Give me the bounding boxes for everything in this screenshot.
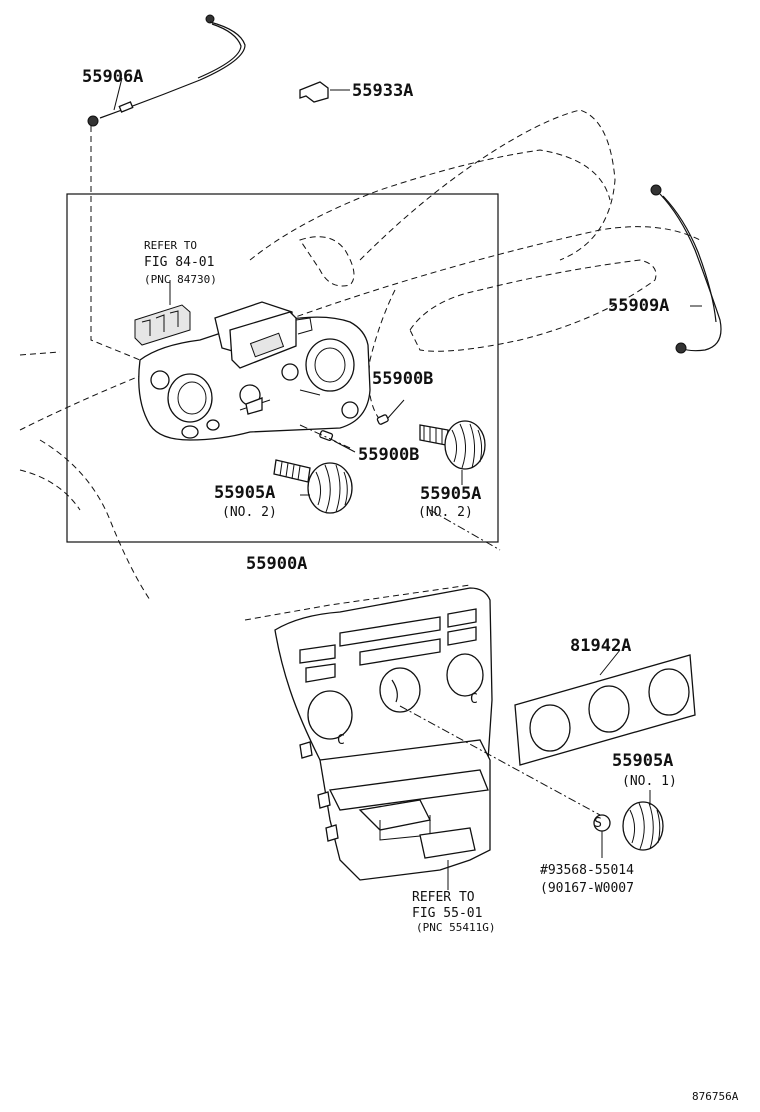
leader-dash [429, 509, 501, 551]
clip-55933a [299, 81, 350, 103]
label-55900a: 55900A [246, 554, 307, 574]
cable-55906a [87, 14, 246, 361]
dashboard-outline [19, 109, 701, 601]
label-bolt-part: #93568-55014 [540, 863, 634, 878]
label-no2-left: (NO. 2) [222, 505, 277, 520]
label-c-mark-left: C [337, 733, 345, 748]
label-no2-right: (NO. 2) [418, 505, 473, 520]
label-55906a: 55906A [82, 67, 143, 87]
cable-55909a [650, 184, 722, 354]
label-s-mark: S [594, 816, 602, 831]
label-refer-b-1: REFER TO [412, 890, 475, 905]
label-refer-b-2: FIG 55-01 [412, 906, 482, 921]
label-81942a: 81942A [570, 636, 631, 656]
label-drawing-id: 876756A [692, 1090, 739, 1103]
label-55905a-right: 55905A [420, 484, 481, 504]
label-c-mark-right: C [470, 692, 478, 707]
label-refer-a-2: FIG 84-01 [144, 255, 214, 270]
label-55905a-left: 55905A [214, 483, 275, 503]
label-refer-b-3: (PNC 55411G) [416, 921, 495, 934]
knob-55905a-right [419, 420, 486, 485]
pin-55900b-upper [376, 399, 405, 425]
label-55900b-upper: 55900B [372, 369, 433, 389]
label-55909a: 55909A [608, 296, 669, 316]
label-refer-a-3: (PNC 84730) [144, 273, 217, 286]
label-55905a-no1: 55905A [612, 751, 673, 771]
label-refer-a-1: REFER TO [144, 239, 197, 252]
heater-control-assembly [134, 280, 371, 441]
label-bolt-alt: (90167-W0007 [540, 881, 634, 896]
label-no1: (NO. 1) [622, 774, 677, 789]
label-55933a: 55933A [352, 81, 413, 101]
label-55900b-lower: 55900B [358, 445, 419, 465]
pin-55900b-lower [299, 424, 356, 453]
screw-93568 [593, 814, 611, 858]
center-cluster-panel [244, 584, 601, 890]
knob-55905a-no1 [622, 790, 664, 851]
knob-55905a-left [273, 459, 353, 514]
assembly-frame [66, 193, 499, 543]
plate-81942a [514, 649, 696, 766]
